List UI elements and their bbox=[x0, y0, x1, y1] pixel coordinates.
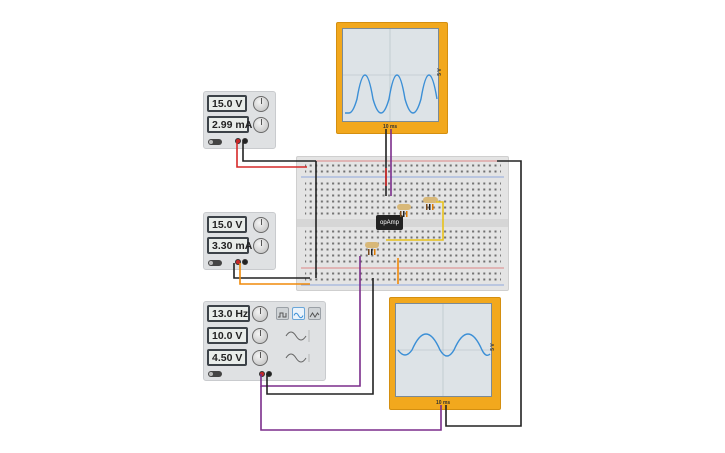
power-supply-1-current-display: 2.99 mA bbox=[207, 116, 252, 133]
frequency-display: 13.0 Hz bbox=[207, 305, 250, 322]
triangle-wave-button[interactable] bbox=[308, 307, 321, 320]
sine-wave-button[interactable] bbox=[292, 307, 305, 320]
amplitude-icon bbox=[285, 330, 310, 342]
oscilloscope-top-volt: 5 V bbox=[436, 68, 443, 76]
power-supply-1-voltage-display: 15.0 V bbox=[207, 95, 247, 112]
power-switch[interactable] bbox=[208, 371, 222, 377]
function-generator[interactable]: 13.0 Hz 10.0 V 4.50 V bbox=[203, 301, 326, 381]
oscilloscope-bottom-time: 10 ms bbox=[436, 400, 451, 406]
power-switch[interactable] bbox=[208, 139, 222, 145]
positive-terminal[interactable] bbox=[235, 259, 241, 265]
triangle-wave-icon bbox=[309, 312, 320, 318]
negative-terminal[interactable] bbox=[242, 259, 248, 265]
oscilloscope-top[interactable]: 10 ms 5 V bbox=[336, 22, 448, 134]
frequency-knob[interactable] bbox=[252, 306, 268, 322]
negative-terminal[interactable] bbox=[266, 371, 272, 377]
oscilloscope-bottom-trace bbox=[396, 304, 491, 396]
offset-display: 4.50 V bbox=[207, 349, 247, 366]
offset-knob[interactable] bbox=[252, 350, 268, 366]
oscilloscope-top-time: 10 ms bbox=[383, 124, 398, 130]
resistor-bands bbox=[368, 249, 376, 255]
resistor-bands bbox=[426, 204, 434, 210]
square-wave-button[interactable] bbox=[276, 307, 289, 320]
resistor-2[interactable] bbox=[423, 197, 438, 210]
oscilloscope-top-screen bbox=[342, 28, 439, 122]
voltage-knob[interactable] bbox=[253, 96, 269, 112]
power-supply-2-current-display: 3.30 mA bbox=[207, 237, 252, 254]
opamp-chip[interactable]: opAmp bbox=[376, 215, 403, 230]
amplitude-display: 10.0 V bbox=[207, 327, 248, 344]
oscilloscope-bottom-screen bbox=[395, 303, 492, 397]
resistor-3[interactable] bbox=[365, 242, 379, 255]
sine-wave-icon bbox=[293, 312, 304, 319]
offset-icon bbox=[285, 353, 310, 363]
power-supply-2-voltage-display: 15.0 V bbox=[207, 216, 247, 233]
power-switch[interactable] bbox=[208, 260, 222, 266]
square-wave-icon bbox=[278, 312, 287, 318]
positive-terminal[interactable] bbox=[235, 138, 241, 144]
current-knob[interactable] bbox=[253, 238, 269, 254]
oscilloscope-bottom[interactable]: 10 ms 5 V bbox=[389, 297, 501, 410]
oscilloscope-bottom-volt: 5 V bbox=[489, 343, 496, 351]
power-supply-1[interactable]: 15.0 V 2.99 mA bbox=[203, 91, 276, 149]
amplitude-knob[interactable] bbox=[252, 328, 268, 344]
opamp-label: opAmp bbox=[379, 219, 399, 226]
resistor-1[interactable] bbox=[397, 204, 411, 217]
oscilloscope-top-trace bbox=[343, 29, 438, 121]
voltage-knob[interactable] bbox=[253, 217, 269, 233]
power-supply-2[interactable]: 15.0 V 3.30 mA bbox=[203, 212, 276, 270]
current-knob[interactable] bbox=[253, 117, 269, 133]
negative-terminal[interactable] bbox=[242, 138, 248, 144]
resistor-bands bbox=[400, 211, 408, 217]
positive-terminal[interactable] bbox=[259, 371, 265, 377]
